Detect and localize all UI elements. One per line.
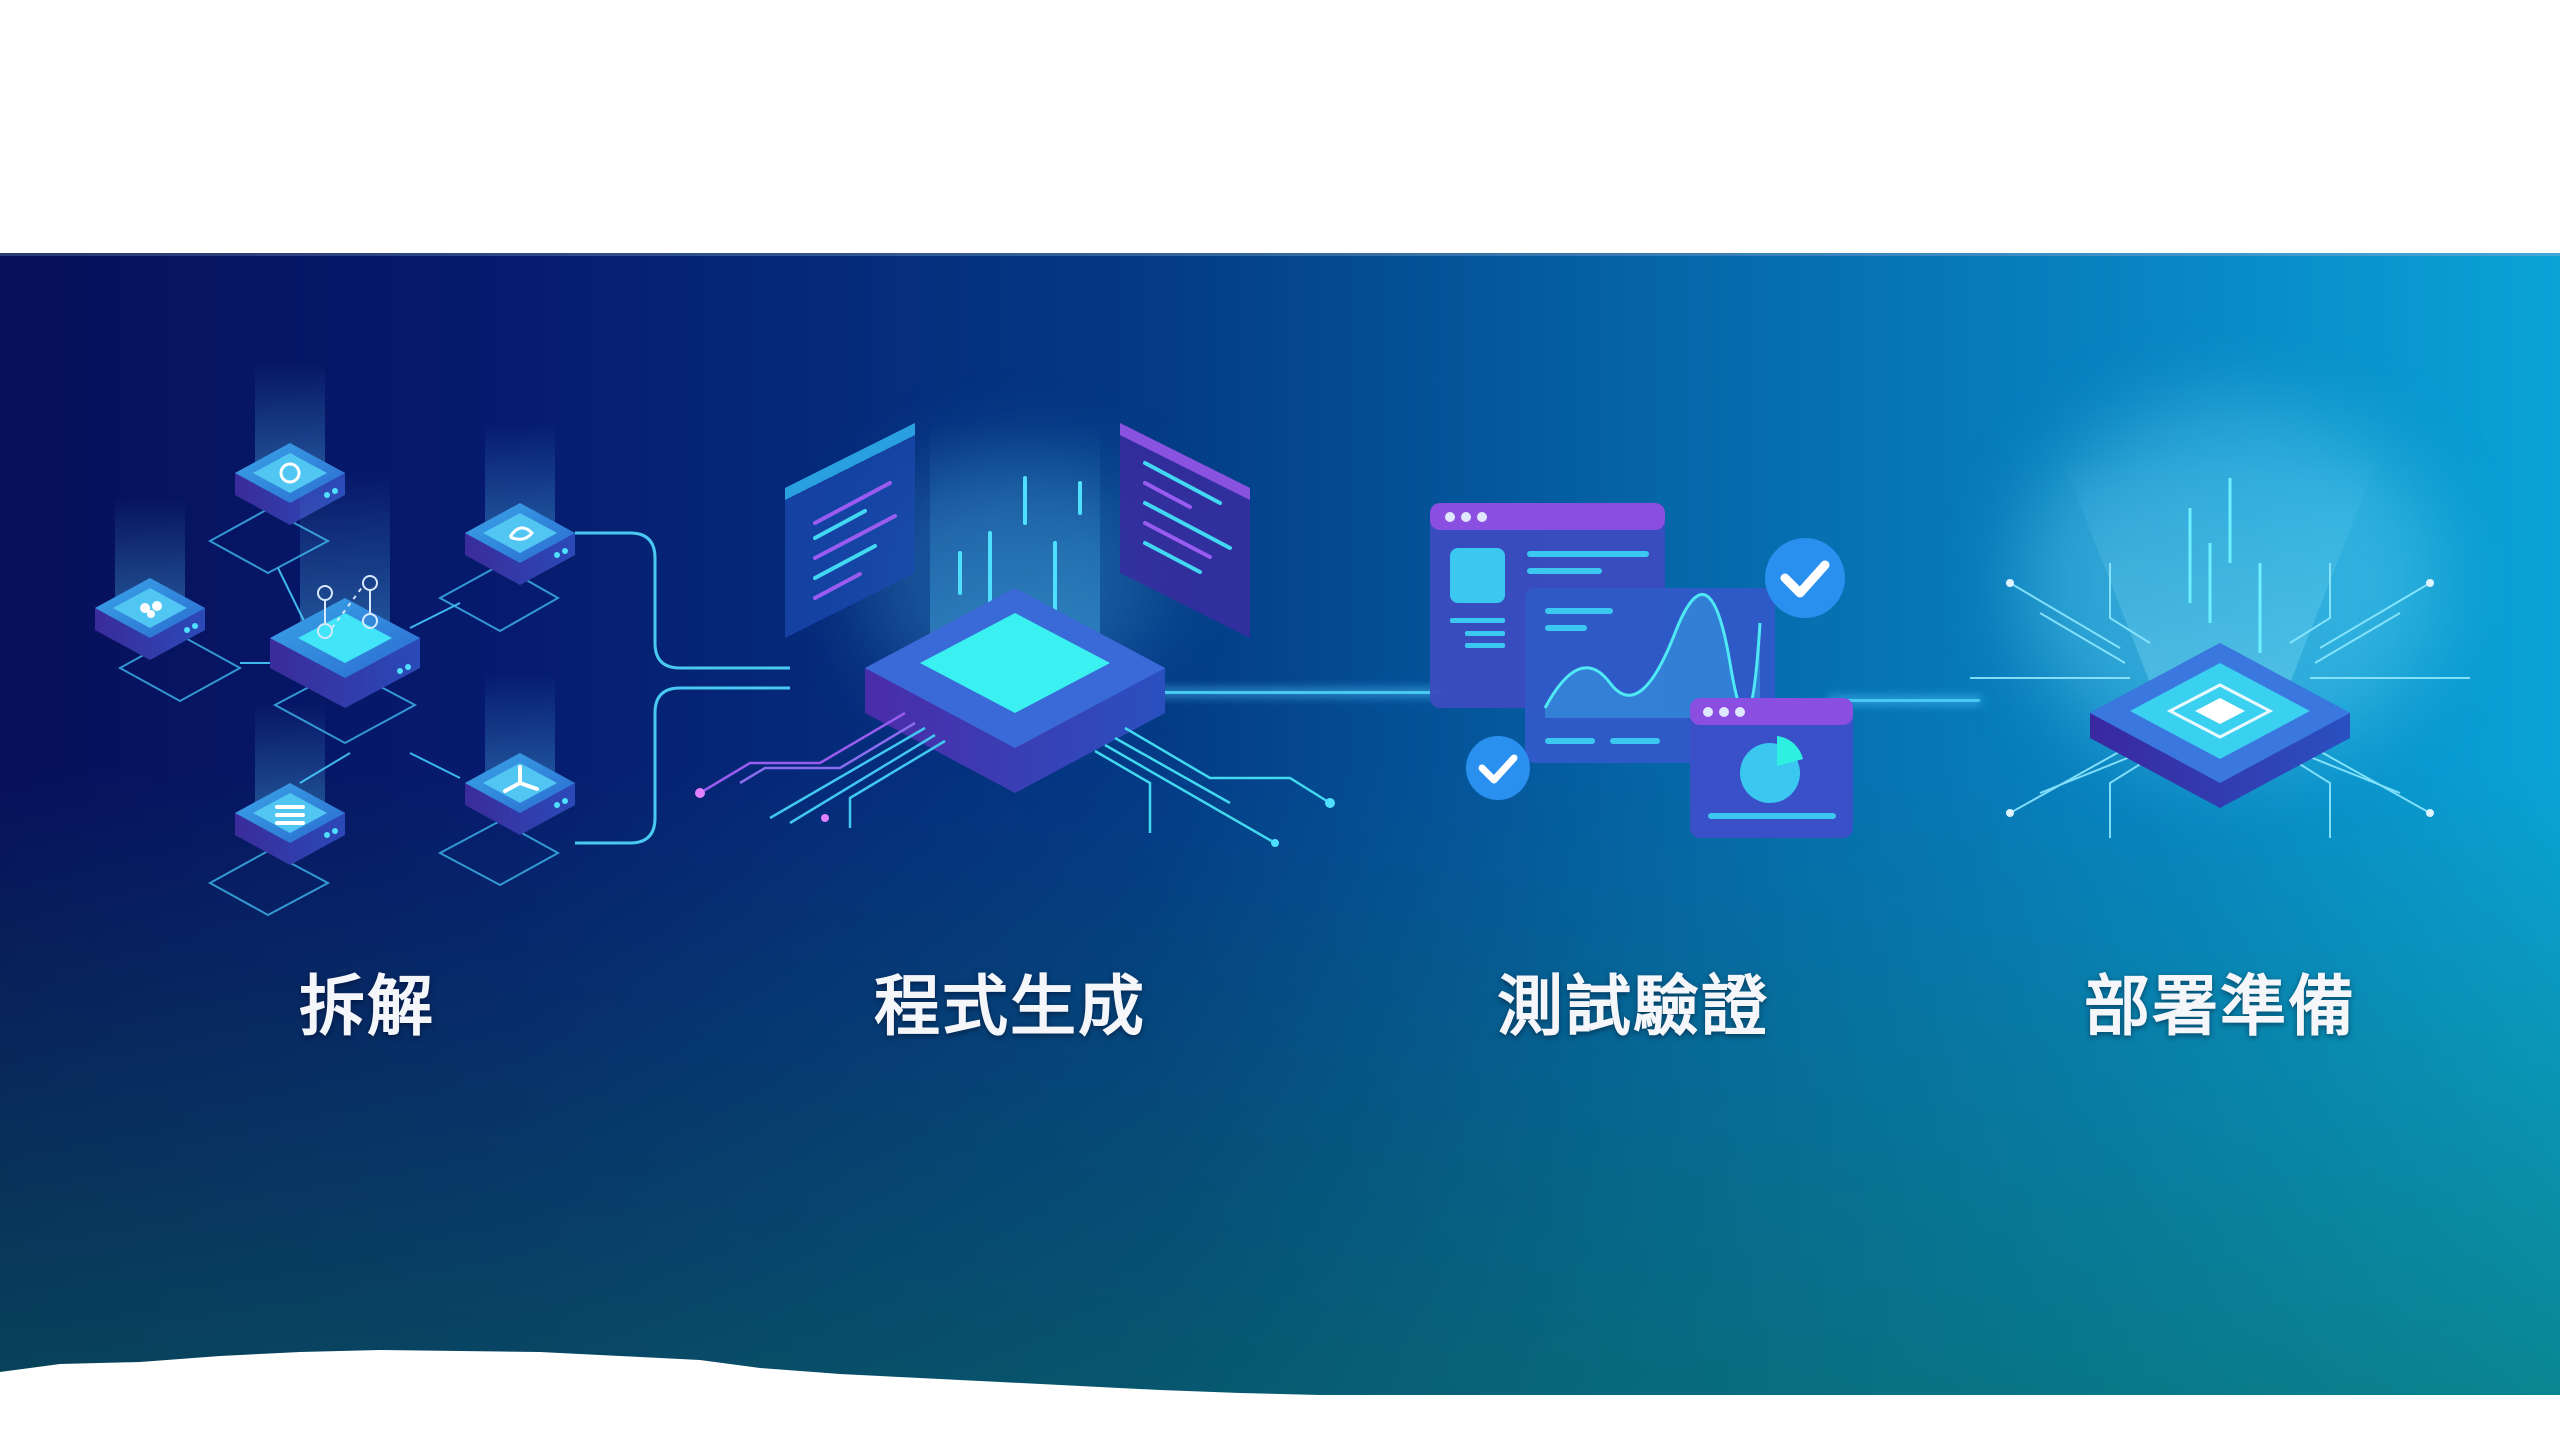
deployment-chip-icon bbox=[1950, 453, 2490, 873]
banner-top-edge bbox=[0, 253, 2560, 256]
testing-dashboard-icon bbox=[1420, 483, 1860, 843]
step-label-code-generation: 程式生成 bbox=[874, 968, 1146, 1045]
step-label-testing-validation: 測試驗證 bbox=[1497, 968, 1769, 1045]
decomposition-network-icon bbox=[90, 363, 790, 917]
connector-2-3 bbox=[1150, 691, 1440, 694]
step-label-deployment-prep: 部署準備 bbox=[2084, 968, 2356, 1045]
code-generation-chip-icon bbox=[690, 423, 1350, 863]
workflow-stage: 拆解 程式生成 測試驗證 部署準備 bbox=[0, 253, 2560, 1395]
step-label-decomposition: 拆解 bbox=[299, 968, 435, 1045]
workflow-banner: 拆解 程式生成 測試驗證 部署準備 bbox=[0, 253, 2560, 1395]
connector-3-4 bbox=[1830, 699, 1980, 702]
